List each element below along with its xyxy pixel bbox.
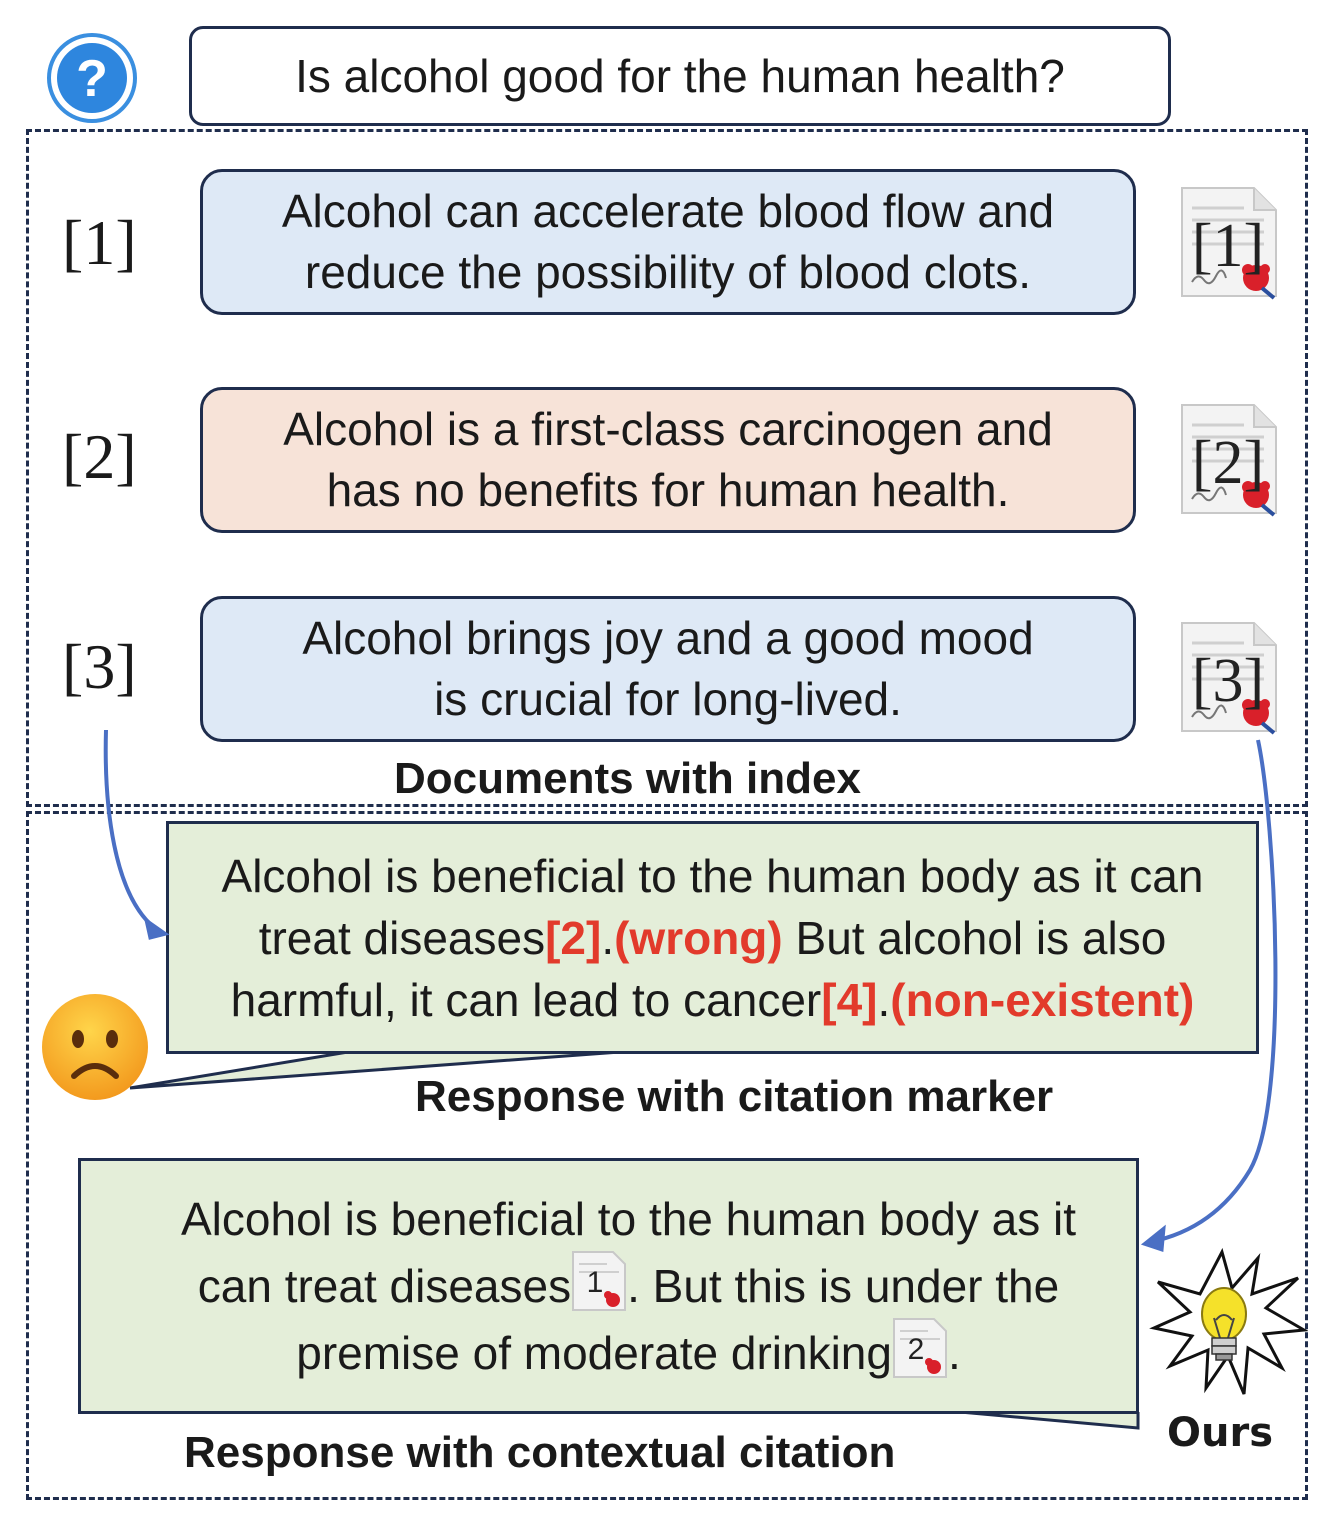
marker-sep-1: .: [601, 911, 615, 964]
wrong-label: (wrong): [614, 911, 783, 964]
doc-2-line1: Alcohol is a first-class carcinogen and: [283, 403, 1053, 455]
certificate-doc-icon-1: [1]: [1178, 186, 1278, 301]
contextual-text-4: premise of moderate drinking: [296, 1327, 892, 1379]
inline-citation-icon-1: 1: [571, 1250, 627, 1312]
marker-response-title: Response with citation marker: [415, 1072, 1054, 1121]
ours-label: Ours: [1167, 1410, 1274, 1456]
wrong-citation: [2]: [545, 911, 602, 964]
documents-frame: [26, 129, 1308, 807]
svg-text:?: ?: [76, 50, 108, 108]
doc-index-2: [2]: [62, 421, 137, 492]
certificate-doc-icon-2: [2]: [1178, 403, 1278, 518]
marker-sep-2: .: [877, 973, 891, 1026]
nonexistent-citation: [4]: [821, 973, 878, 1026]
certificate-doc-icon-3: [3]: [1178, 621, 1278, 736]
question-box: Is alcohol good for the human health?: [189, 26, 1171, 126]
marker-text-1: Alcohol is beneficial to the human body …: [221, 849, 1204, 902]
marker-text-4: harmful, it can lead to cancer: [230, 973, 822, 1026]
doc-3-line2: is crucial for long-lived.: [434, 673, 902, 725]
nonexistent-label: (non-existent): [890, 973, 1195, 1026]
inline-icon-2-num: 2: [908, 1333, 925, 1366]
doc-3-line1: Alcohol brings joy and a good mood: [302, 612, 1034, 664]
sad-face-icon: [40, 992, 150, 1102]
document-2: Alcohol is a first-class carcinogen and h…: [200, 387, 1136, 533]
response-with-contextual-citation: Alcohol is beneficial to the human body …: [78, 1158, 1139, 1414]
contextual-response-title: Response with contextual citation: [184, 1428, 896, 1477]
doc-1-line1: Alcohol can accelerate blood flow and: [281, 185, 1055, 237]
documents-title: Documents with index: [394, 754, 861, 803]
doc-icon-2-label: [2]: [1192, 429, 1264, 497]
contextual-text-1: Alcohol is beneficial to the human body …: [181, 1193, 1076, 1245]
responses-frame: [26, 811, 1308, 1500]
doc-icon-1-label: [1]: [1192, 212, 1264, 280]
document-3: Alcohol brings joy and a good mood is cru…: [200, 596, 1136, 742]
marker-text-3: But alcohol is also: [782, 911, 1167, 964]
inline-icon-1-num: 1: [587, 1266, 604, 1299]
document-1: Alcohol can accelerate blood flow and red…: [200, 169, 1136, 315]
inline-citation-icon-2: 2: [892, 1317, 948, 1379]
marker-text-2: treat diseases: [258, 911, 546, 964]
contextual-text-5: .: [947, 1327, 961, 1379]
contextual-text-3: . But this is under the: [627, 1260, 1060, 1312]
doc-2-line2: has no benefits for human health.: [326, 464, 1010, 516]
doc-1-line2: reduce the possibility of blood clots.: [304, 246, 1032, 298]
doc-index-1: [1]: [62, 207, 137, 278]
response-with-citation-marker: Alcohol is beneficial to the human body …: [166, 821, 1259, 1054]
contextual-text-2: can treat diseases: [197, 1260, 572, 1312]
lightbulb-icon: [1148, 1248, 1308, 1398]
doc-index-3: [3]: [62, 631, 137, 702]
doc-icon-3-label: [3]: [1192, 647, 1264, 715]
question-text: Is alcohol good for the human health?: [295, 50, 1065, 102]
question-icon: ?: [46, 32, 138, 124]
